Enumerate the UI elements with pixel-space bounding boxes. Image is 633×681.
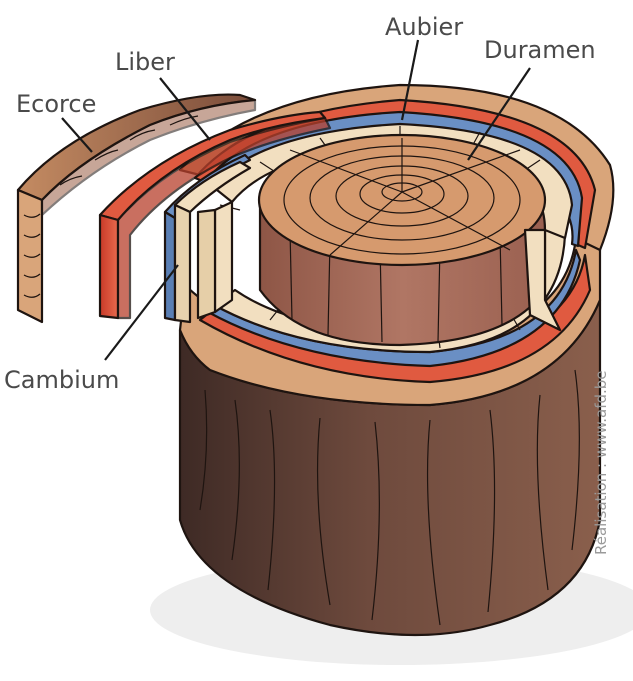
leader-cambium (104, 264, 179, 361)
sapwood-cut-face (196, 200, 562, 332)
peeled-layers (16, 93, 332, 324)
label-duramen: Duramen (484, 36, 596, 64)
leader-aubier (400, 39, 420, 121)
leader-liber (159, 77, 211, 141)
trunk (178, 298, 602, 637)
heartwood-top (257, 133, 547, 267)
label-ecorce: Ecorce (16, 90, 96, 118)
credit-text: Réalisation : www.afd.be (592, 370, 610, 555)
leader-ecorce (61, 117, 93, 153)
leader-lines (61, 39, 531, 361)
label-aubier: Aubier (385, 13, 463, 41)
leader-duramen (467, 67, 531, 161)
label-cambium: Cambium (4, 366, 119, 394)
label-liber: Liber (115, 48, 175, 76)
